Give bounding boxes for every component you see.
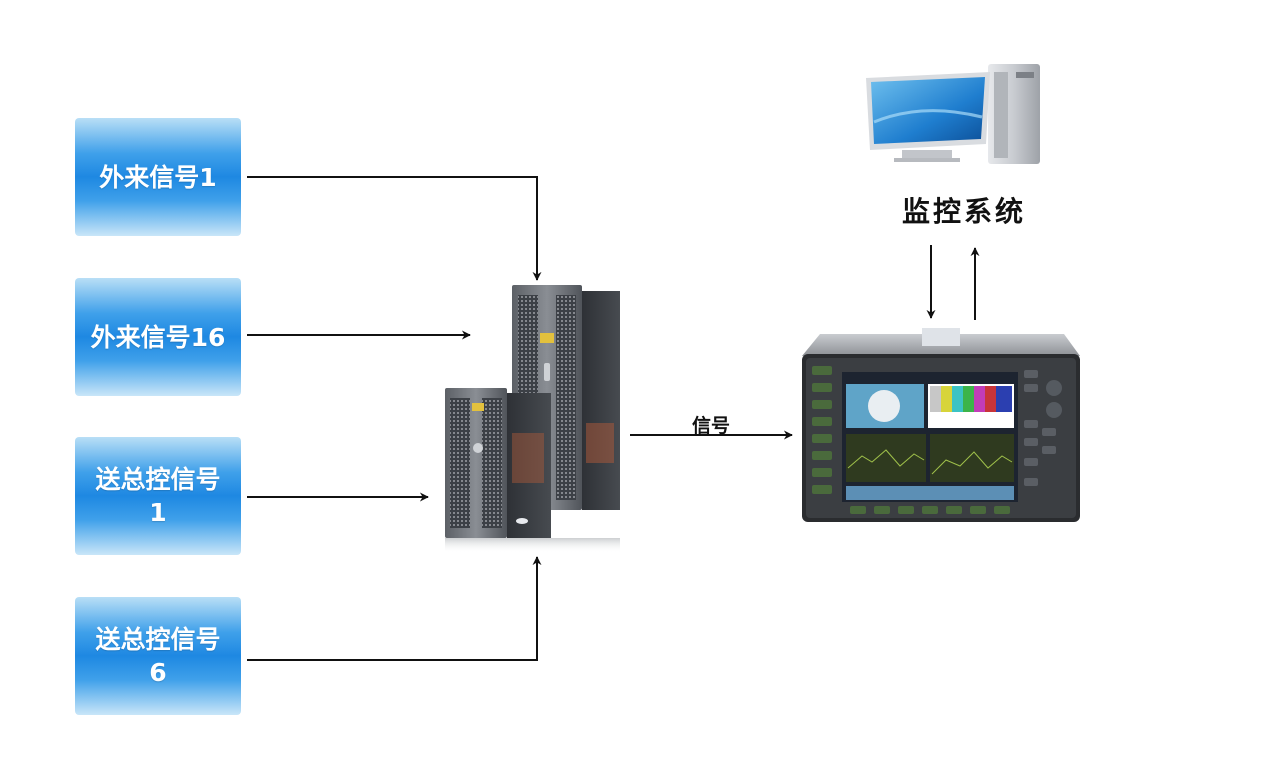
source-label: 外来信号16 [90, 322, 226, 352]
connector-master-6 [247, 556, 542, 661]
server-rack-icon [445, 285, 620, 553]
monitor-system-label: 监控系统 [902, 195, 1027, 228]
source-label: 外来信号1 [99, 162, 217, 192]
signal-label: 信号 [692, 415, 731, 437]
source-box-master-6: 送总控信号 6 [75, 597, 241, 715]
source-label-number: 1 [149, 498, 167, 527]
source-box-external-1: 外来信号1 [75, 118, 241, 236]
connector-source-1 [247, 176, 542, 281]
source-box-external-16: 外来信号16 [75, 278, 241, 396]
source-label: 送总控信号 [95, 465, 221, 494]
desktop-computer-icon [866, 64, 1040, 164]
source-label: 送总控信号 [95, 625, 221, 654]
signal-analyzer-icon [802, 328, 1080, 522]
source-label-number: 6 [149, 658, 167, 687]
source-box-master-1: 送总控信号 1 [75, 437, 241, 555]
